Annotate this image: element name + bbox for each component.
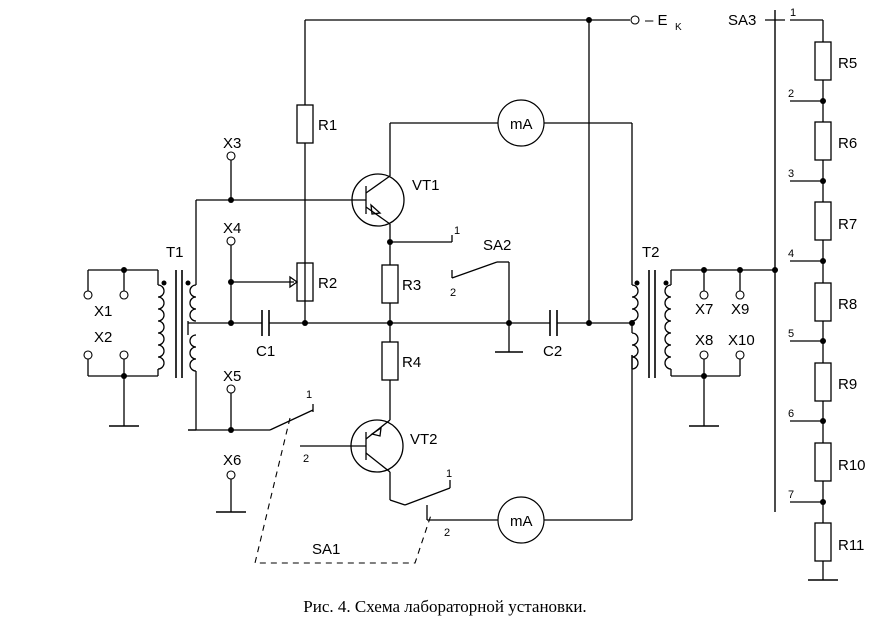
- switch-sa3: SA3: [728, 10, 785, 512]
- svg-text:T1: T1: [166, 244, 184, 261]
- svg-text:1: 1: [454, 225, 460, 237]
- svg-text:T2: T2: [642, 244, 660, 261]
- svg-text:7: 7: [788, 489, 794, 501]
- svg-text:SA1: SA1: [312, 541, 340, 558]
- milliammeter-top: mA: [390, 99, 633, 278]
- svg-text:R6: R6: [838, 135, 857, 152]
- svg-text:mA: mA: [510, 513, 533, 530]
- switch-sa1-left: 1 2 SA1: [188, 389, 433, 564]
- svg-text:2: 2: [444, 527, 450, 539]
- supply-label-sub: K: [675, 22, 682, 33]
- svg-text:6: 6: [788, 408, 794, 420]
- common-line: [188, 320, 632, 353]
- switch-sa2: 1 2 SA2: [387, 225, 511, 323]
- transistor-vt2: VT2: [300, 410, 438, 500]
- supply-rail: – E K: [304, 12, 682, 323]
- svg-text:X6: X6: [223, 452, 241, 469]
- svg-text:VT2: VT2: [410, 431, 438, 448]
- svg-text:SA3: SA3: [728, 12, 756, 29]
- svg-text:R3: R3: [402, 277, 421, 294]
- resistor-r3: R3: [381, 264, 421, 342]
- svg-text:X9: X9: [731, 301, 749, 318]
- input-terminals: X1 X2: [83, 267, 159, 427]
- svg-text:2: 2: [788, 88, 794, 100]
- svg-text:R2: R2: [318, 275, 337, 292]
- svg-text:X8: X8: [695, 332, 713, 349]
- milliammeter-bottom: mA: [427, 355, 633, 544]
- resistor-r1: R1: [296, 104, 337, 323]
- svg-text:R11: R11: [838, 537, 864, 554]
- transformer-t2: T2: [629, 244, 672, 378]
- svg-text:5: 5: [788, 328, 794, 340]
- svg-text:R10: R10: [838, 457, 866, 474]
- figure-caption: Рис. 4. Схема лабораторной установки.: [303, 597, 586, 616]
- svg-text:X10: X10: [728, 332, 755, 349]
- svg-text:mA: mA: [510, 116, 533, 133]
- svg-text:1: 1: [446, 468, 452, 480]
- supply-label: – E: [645, 12, 668, 29]
- svg-text:C2: C2: [543, 343, 562, 360]
- supply-terminal: [630, 15, 640, 25]
- transistor-vt1: VT1: [231, 123, 440, 265]
- svg-text:VT1: VT1: [412, 177, 440, 194]
- svg-text:X2: X2: [94, 329, 112, 346]
- svg-text:4: 4: [788, 248, 794, 260]
- svg-text:X5: X5: [223, 368, 241, 385]
- capacitor-c2: C2: [543, 310, 562, 360]
- switch-sa1-right: 1 2: [389, 468, 452, 539]
- terminals-left-column: X3 X4 X5 X6: [216, 135, 246, 513]
- svg-text:SA2: SA2: [483, 237, 511, 254]
- potentiometer-r2: R2: [231, 262, 337, 302]
- svg-text:X4: X4: [223, 220, 241, 237]
- capacitor-c1: C1: [256, 310, 275, 360]
- svg-text:X7: X7: [695, 301, 713, 318]
- svg-text:X3: X3: [223, 135, 241, 152]
- svg-text:R5: R5: [838, 55, 857, 72]
- svg-text:R8: R8: [838, 296, 857, 313]
- svg-text:2: 2: [450, 287, 456, 299]
- svg-text:X1: X1: [94, 303, 112, 320]
- svg-text:R4: R4: [402, 354, 421, 371]
- resistor-r4: R4: [381, 341, 421, 410]
- svg-text:R9: R9: [838, 376, 857, 393]
- svg-text:R7: R7: [838, 216, 857, 233]
- svg-text:3: 3: [788, 168, 794, 180]
- output-terminals: X7 X9 X8 X10: [670, 267, 778, 427]
- svg-text:C1: C1: [256, 343, 275, 360]
- svg-text:1: 1: [306, 389, 312, 401]
- svg-text:2: 2: [303, 453, 309, 465]
- svg-text:R1: R1: [318, 117, 337, 134]
- transformer-t1: T1: [157, 199, 231, 431]
- svg-text:1: 1: [790, 7, 796, 19]
- resistor-ladder: 1 R5 2 R6 3 R7 4 R8 5 R9 6 R10: [788, 7, 866, 581]
